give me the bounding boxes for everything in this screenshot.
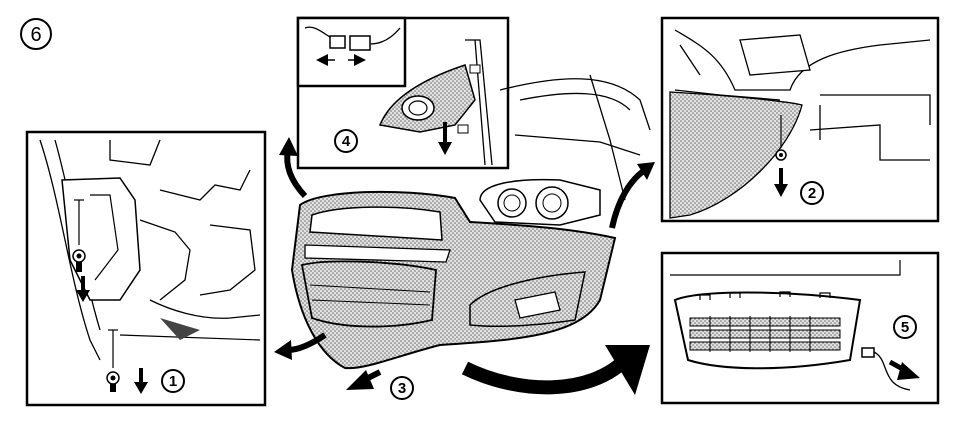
- step-2-number: 2: [808, 185, 816, 202]
- step-2-callout: 2: [800, 181, 824, 205]
- figure-number-badge: 6: [20, 18, 52, 50]
- step-3-number: 3: [398, 380, 406, 397]
- front-bumper-assembly: [290, 74, 651, 370]
- step-4-number: 4: [342, 133, 351, 150]
- grille-slats: [689, 316, 841, 352]
- step-arrows: 3: [274, 137, 655, 400]
- step-5-number: 5: [901, 319, 909, 336]
- step-1-callout: 1: [161, 369, 185, 393]
- panel-step-2: 2: [660, 16, 940, 223]
- figure-number: 6: [30, 24, 41, 46]
- panel-step-4: 4: [296, 16, 510, 170]
- step-4-callout: 4: [334, 129, 358, 153]
- step-5-callout: 5: [893, 315, 917, 339]
- step-1-number: 1: [169, 373, 177, 390]
- panel-step-1: 1: [25, 130, 267, 407]
- step-3-callout: 3: [390, 376, 414, 400]
- panel-step-5: 5: [660, 251, 940, 405]
